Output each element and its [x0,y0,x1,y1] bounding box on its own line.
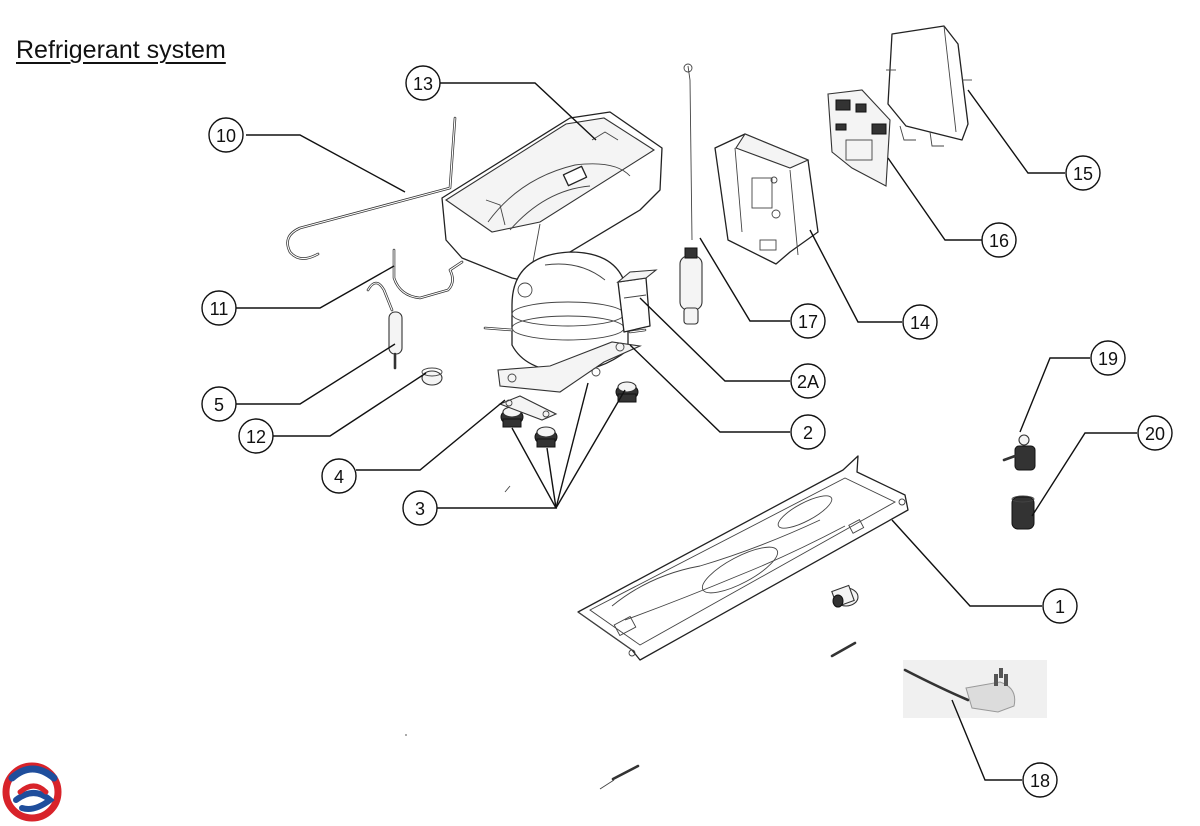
callout-20-label: 20 [1145,424,1165,444]
callout-11-label: 11 [210,299,229,319]
control-pcb-part[interactable] [827,89,891,187]
callout-13: 13 [405,65,441,101]
drip-tray-part[interactable] [441,111,663,283]
callout-10: 10 [208,117,244,153]
callout-13-label: 13 [413,74,433,94]
pipe-cap-part[interactable] [421,367,443,386]
callout-20: 20 [1137,415,1173,451]
callout-19: 19 [1090,340,1126,376]
rubber-bushing-part [831,584,859,608]
callout-16-label: 16 [989,231,1009,251]
cover-bracket-part[interactable] [886,25,972,147]
temperature-sensor-part[interactable] [679,63,703,325]
callout-11: 11 [201,290,237,326]
callout-19-label: 19 [1098,349,1118,369]
mounting-washer-part[interactable] [498,395,558,421]
valve-cap-part[interactable] [1011,495,1035,530]
callout-2: 2 [790,414,826,450]
callout-18: 18 [1022,762,1058,798]
callout-16: 16 [981,222,1017,258]
callout-15-label: 15 [1073,164,1093,184]
callout-14: 14 [902,304,938,340]
rubber-grommet-part[interactable] [534,426,558,448]
callout-12: 12 [238,418,274,454]
compressor-mount-plate-part [497,341,642,393]
callout-5: 5 [201,386,237,422]
brand-logo-icon [2,762,62,822]
callout-18-label: 18 [1030,771,1050,791]
callout-4: 4 [321,458,357,494]
callout-17: 17 [790,303,826,339]
water-valve-part[interactable] [1002,434,1036,471]
callout-15: 15 [1065,155,1101,191]
control-box-part[interactable] [714,133,819,265]
page-title: Refrigerant system [16,36,226,64]
callout-5-label: 5 [214,395,224,415]
callout-17-label: 17 [798,312,818,332]
condenser-pipe-part[interactable] [286,116,457,260]
callout-14-label: 14 [910,313,930,333]
base-plate-part[interactable] [577,455,909,661]
fixing-pin-part [599,641,857,790]
callout-2a-label: 2A [797,372,819,392]
callout-1-label: 1 [1055,597,1065,617]
power-plug-part[interactable] [903,660,1047,718]
callout-1: 1 [1042,588,1078,624]
callout-2-label: 2 [803,423,813,443]
callout-12-label: 12 [246,427,266,447]
relay-overload-part[interactable] [616,269,658,333]
callout-4-label: 4 [334,467,344,487]
callout-3: 3 [402,490,438,526]
filter-drier-part[interactable] [388,311,403,370]
callout-2a: 2A [790,363,826,399]
suction-pipe-part[interactable] [366,248,464,312]
callout-10-label: 10 [216,126,236,146]
leader-lines [236,82,1137,781]
callout-3-label: 3 [415,499,425,519]
